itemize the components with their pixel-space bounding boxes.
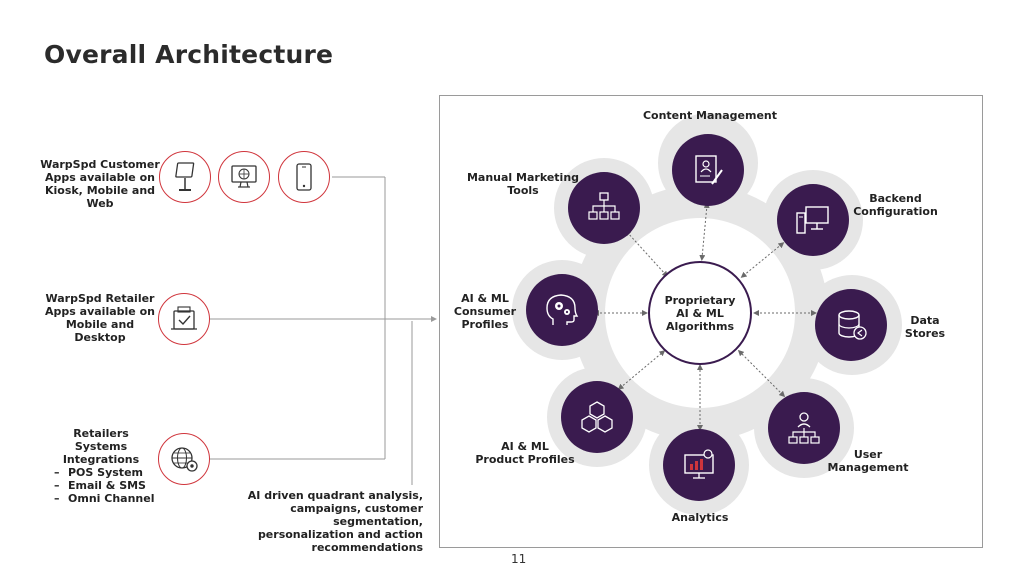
kiosk-icon	[159, 151, 211, 203]
systems-list: –POS System –Email & SMS –Omni Channel	[46, 466, 161, 505]
globe-gear-icon	[158, 433, 210, 485]
flowchart-icon	[568, 172, 640, 244]
analytics-label: Analytics	[671, 511, 729, 524]
content-management-label: Content Management	[642, 109, 778, 122]
chart-icon	[663, 429, 735, 501]
systems-integrations-label: Retailers Systems Integrations –POS Syst…	[46, 427, 161, 505]
head-gears-icon	[526, 274, 598, 346]
hierarchy-icon	[768, 392, 840, 464]
desktop-icon	[777, 184, 849, 256]
web-icon	[218, 151, 270, 203]
list-item: –POS System	[54, 466, 143, 479]
slide-title: Overall Architecture	[44, 40, 334, 69]
retailer-app-icon	[158, 293, 210, 345]
list-item: –Email & SMS	[54, 479, 146, 492]
page-number: 11	[511, 552, 527, 566]
analysis-note: AI driven quadrant analysis,campaigns, c…	[247, 489, 423, 554]
profile-edit-icon	[672, 134, 744, 206]
mobile-icon	[278, 151, 330, 203]
architecture-panel	[439, 95, 983, 548]
list-item: –Omni Channel	[54, 492, 155, 505]
database-icon	[815, 289, 887, 361]
cubes-icon	[561, 381, 633, 453]
